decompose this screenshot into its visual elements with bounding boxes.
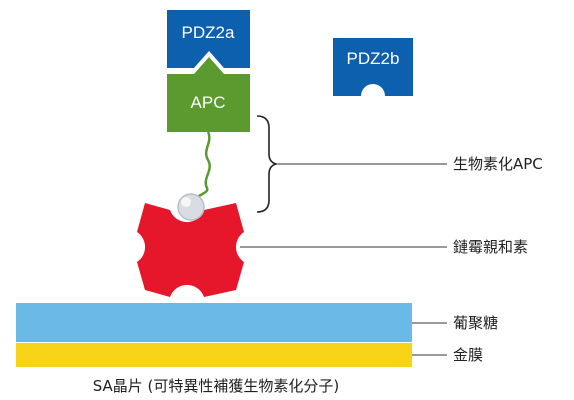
pdz2b-label: PDZ2b: [347, 49, 400, 68]
dextran-layer: [16, 303, 412, 342]
apc-block: [167, 57, 250, 132]
chip-caption: SA晶片 (可特異性補獲生物素化分子): [93, 377, 340, 395]
biotin-ball-highlight: [181, 197, 191, 207]
apc-label: APC: [191, 93, 226, 112]
label-streptavidin: 鏈霉親和素: [453, 238, 528, 256]
label-gold-film: 金膜: [453, 346, 483, 364]
pdz2a-label: PDZ2a: [182, 23, 235, 42]
biotin-linker: [190, 131, 211, 203]
pdz2a-block: [167, 10, 250, 68]
biotin-ball: [177, 193, 205, 221]
gold-film-layer: [16, 343, 412, 367]
apc-brace: [256, 115, 279, 213]
pdz2b-block: [333, 38, 413, 96]
label-biotinylated-apc: 生物素化APC: [453, 155, 543, 173]
streptavidin-shape: [137, 203, 244, 297]
label-dextran: 葡聚糖: [453, 314, 498, 332]
